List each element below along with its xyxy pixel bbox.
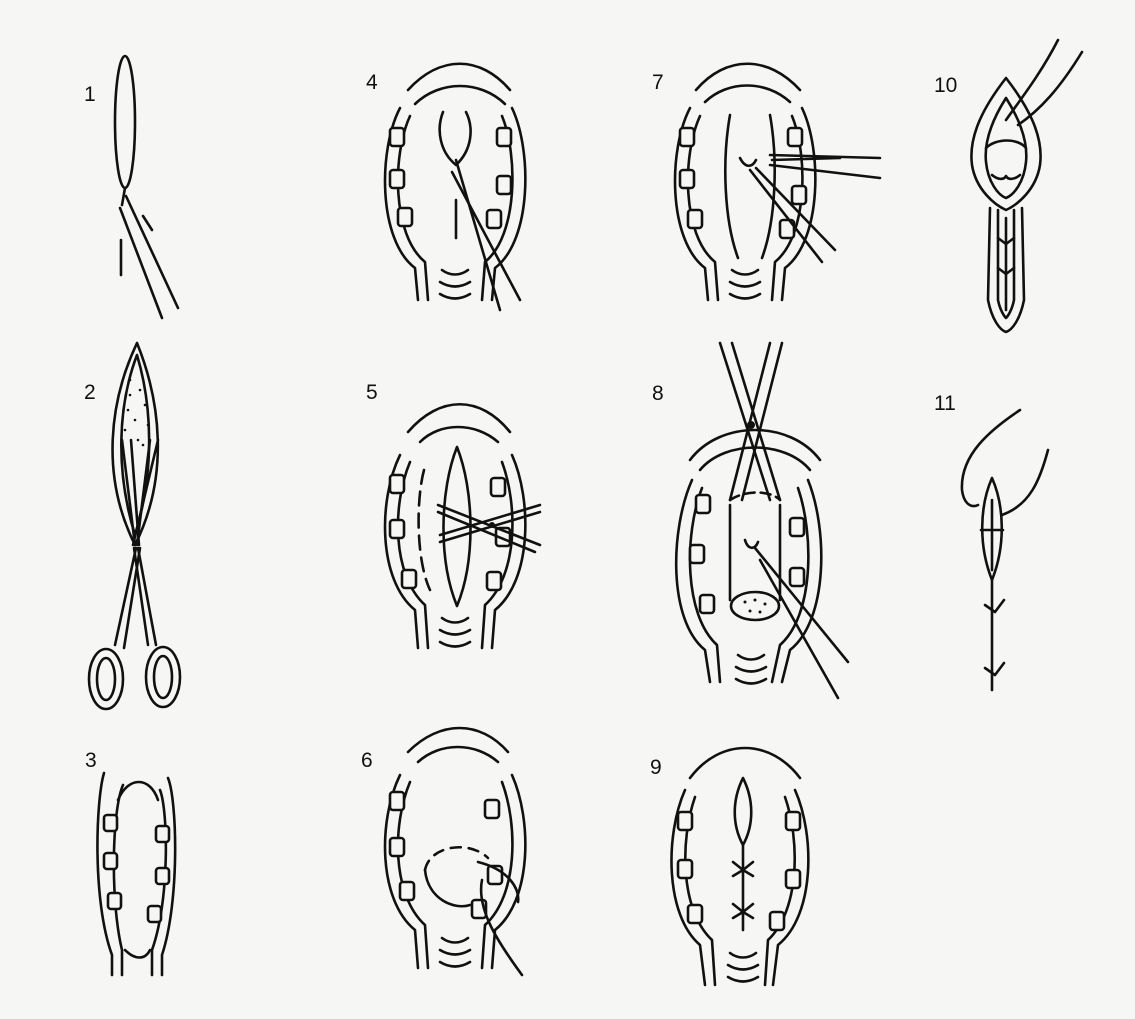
stipple-8 xyxy=(744,599,767,614)
step-9-sutured-canal xyxy=(671,748,808,985)
step-10-tissue-with-thread xyxy=(971,40,1082,332)
step-4-canal-with-blade xyxy=(385,64,525,310)
step-7-canal-with-needle-holder xyxy=(675,64,880,300)
step-3-open-canal xyxy=(97,773,175,975)
step-1-scalpel-incision xyxy=(115,56,178,318)
step-5-canal-with-forceps xyxy=(385,404,540,648)
step-8-canal-with-scissors xyxy=(676,343,848,698)
step-11-closed-wound xyxy=(962,410,1048,690)
step-6-canal-with-suture xyxy=(385,728,525,975)
step-2-forceps-excision xyxy=(89,343,180,709)
